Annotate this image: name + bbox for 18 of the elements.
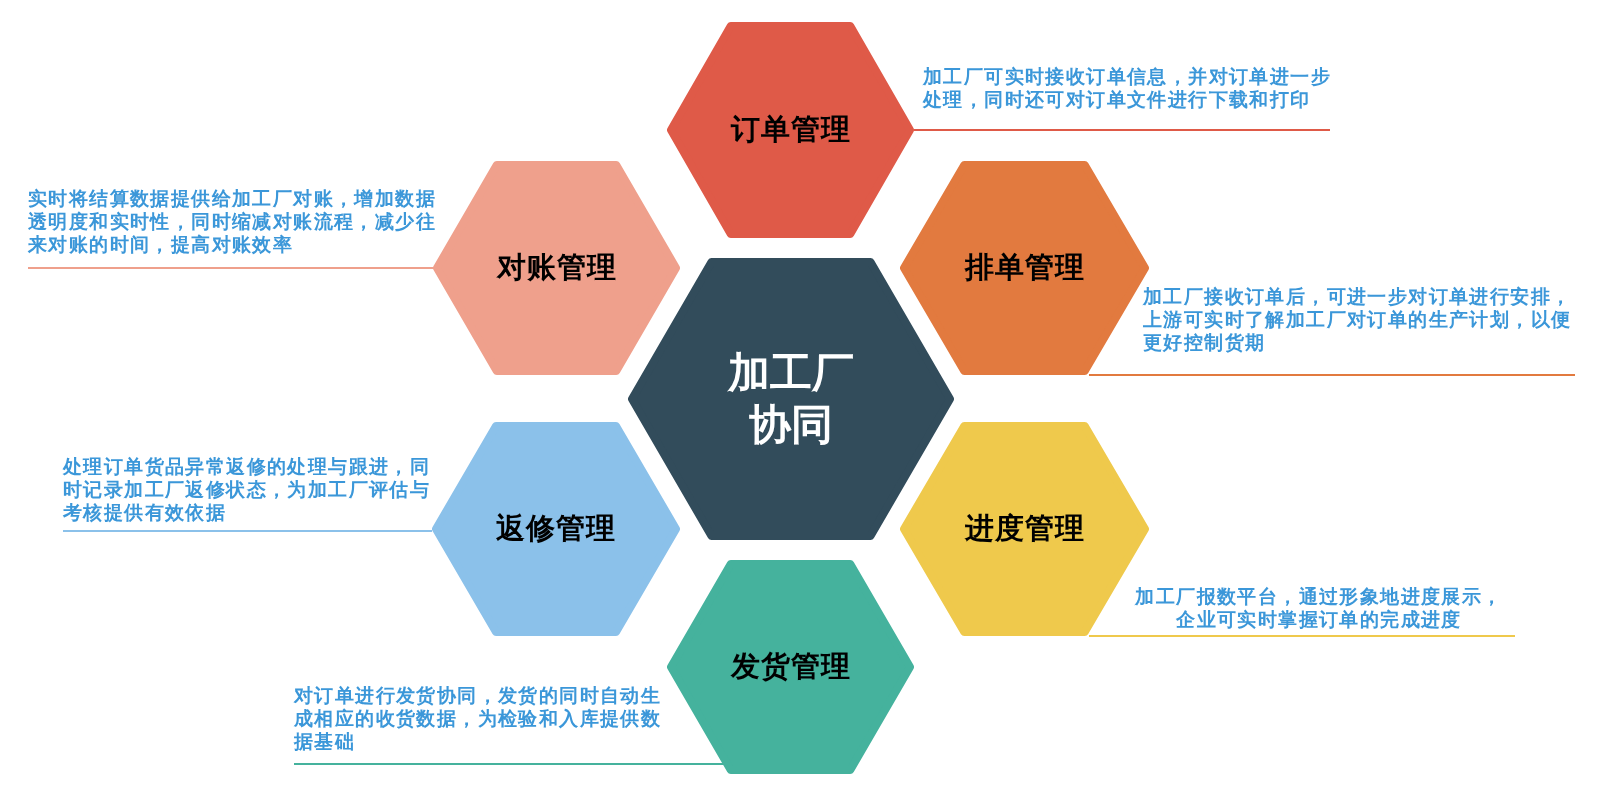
hexagon [667, 560, 914, 774]
hexagon-label: 订单管理 [730, 111, 851, 149]
hexagon [432, 422, 680, 636]
description-text: 实时将结算数据提供给加工厂对账，增加数据透明度和实时性，同时缩减对账流程，减少往来对账的时间，提高对账效率 [28, 187, 437, 256]
hexagon-label: 排单管理 [964, 249, 1085, 287]
hexagon-label: 发货管理 [730, 648, 851, 686]
description-text: 处理订单货品异常返修的处理与跟进，同时记录加工厂返修状态，为加工厂评估与考核提供有效依据 [63, 455, 432, 524]
hexagon [433, 161, 680, 375]
hexagon-label: 返修管理 [496, 510, 616, 548]
hexagon-label: 进度管理 [964, 510, 1085, 548]
hexagon-label: 加工厂协同 [726, 347, 855, 451]
hexagon-label: 对账管理 [496, 249, 617, 287]
description-text: 加工厂报数平台，通过形象地进度展示，企业可实时掌握订单的完成进度 [1134, 585, 1504, 631]
description-text: 对订单进行发货协同，发货的同时自动生成相应的收货数据，为检验和入库提供数据基础 [294, 684, 663, 753]
description-text: 加工厂接收订单后，可进一步对订单进行安排，上游可实时了解加工厂对订单的生产计划，以便更好控制货期 [1143, 285, 1573, 354]
hexagon [628, 258, 954, 540]
description-text: 加工厂可实时接收订单信息，并对订单进一步处理，同时还可对订单文件进行下载和打印 [923, 65, 1332, 111]
hexagon [667, 22, 914, 238]
